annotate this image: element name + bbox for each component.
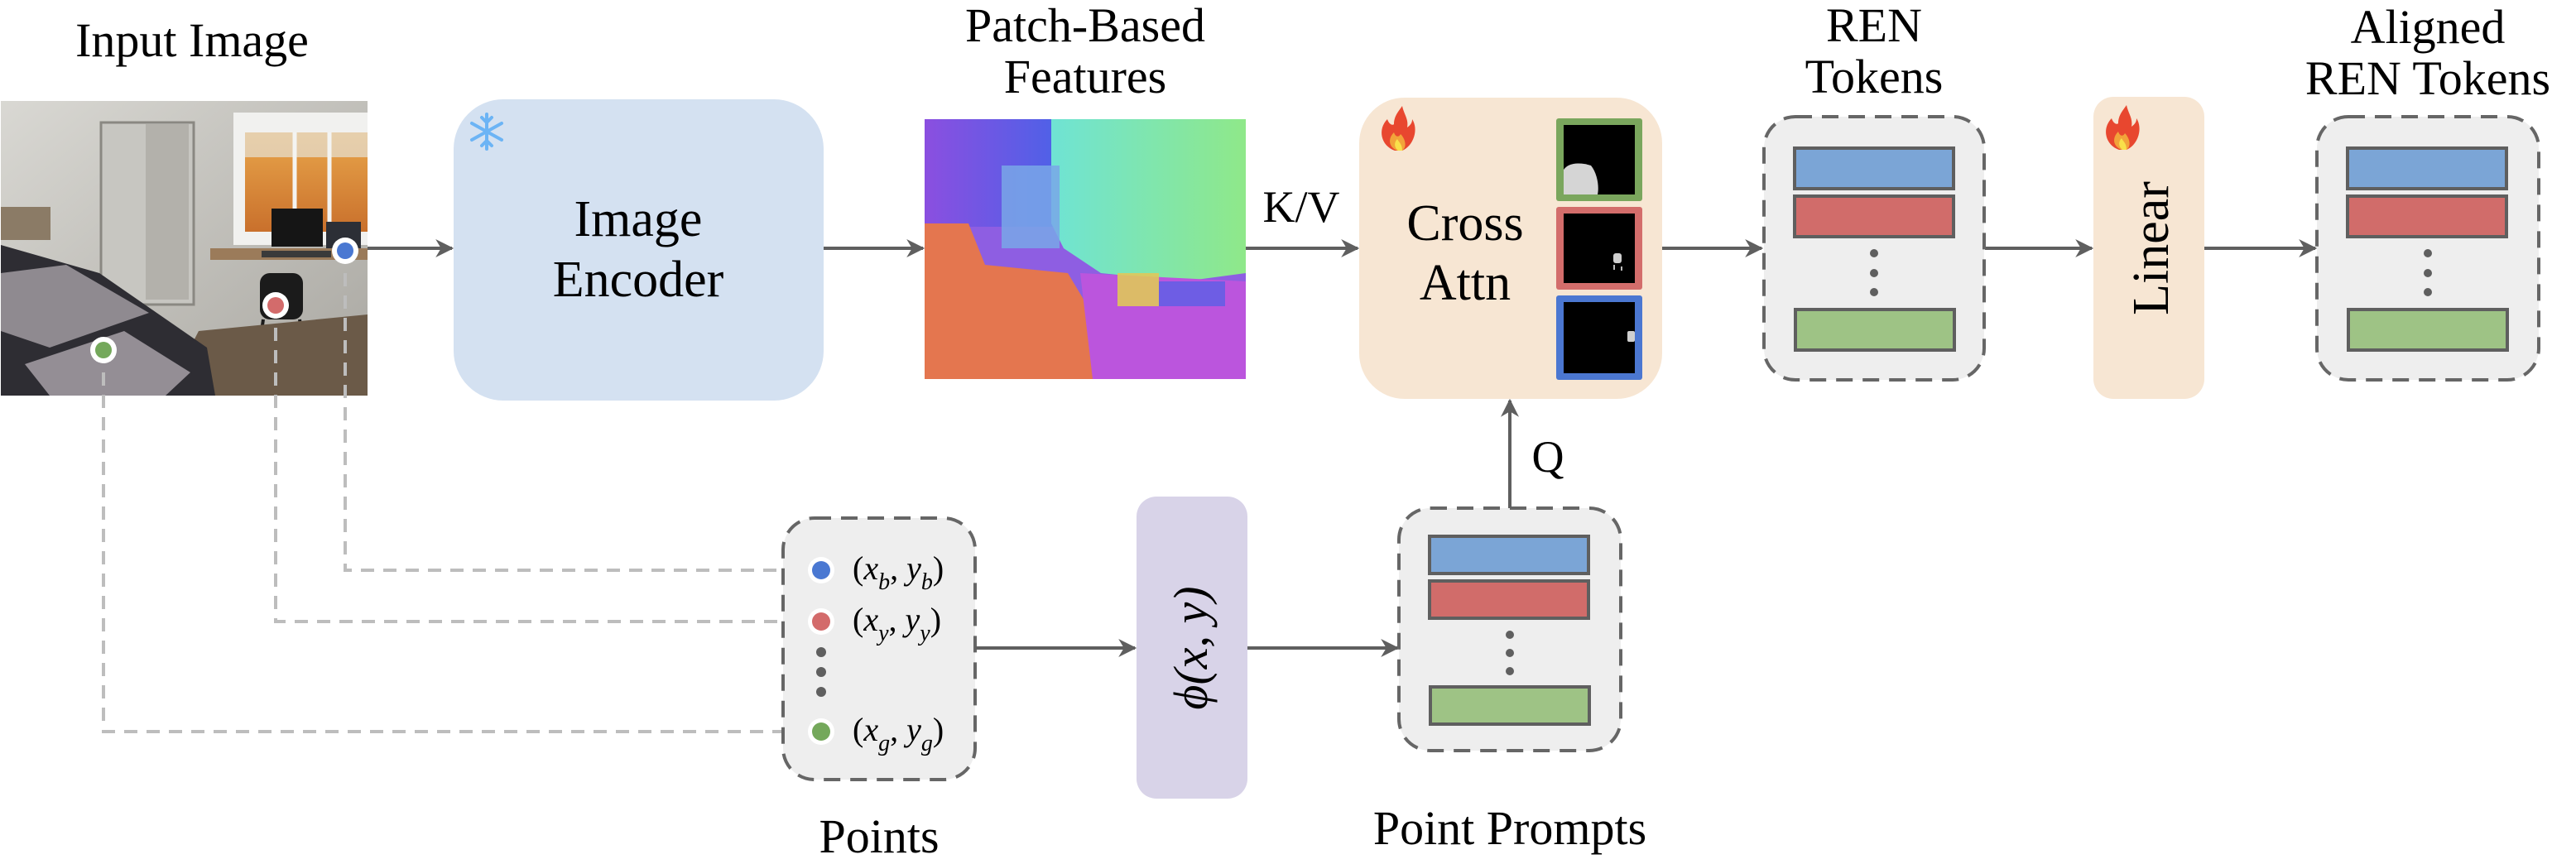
- token-ellipsis: [1870, 249, 1878, 296]
- q-label: Q: [1532, 432, 1564, 482]
- linear-label: Linear: [2123, 181, 2180, 315]
- encoder-label-line2: Encoder: [553, 252, 724, 308]
- image-point-red: [262, 292, 289, 319]
- aligned-tokens-group: [2315, 115, 2540, 382]
- input-image: [1, 101, 368, 396]
- point-links: [102, 251, 819, 733]
- aligned-tokens-title-line1: Aligned: [2351, 0, 2506, 54]
- ren-tokens-title-line1: REN: [1826, 0, 1922, 52]
- link-blue: [344, 251, 819, 572]
- kv-label: K/V: [1263, 182, 1340, 232]
- flame-icon: [2106, 105, 2140, 150]
- points-group: (xb, yb) (xy, yy) (xg, yg): [781, 516, 977, 781]
- point-prompts-group: [1397, 506, 1622, 752]
- image-point-blue: [332, 238, 358, 264]
- patch-features-title-line1: Patch-Based: [965, 0, 1205, 52]
- link-green: [102, 350, 819, 733]
- token-red: [1793, 194, 1955, 238]
- linear-block: Linear: [2093, 97, 2204, 399]
- points-caption: Points: [819, 809, 939, 863]
- image-encoder-block: Image Encoder: [454, 99, 824, 401]
- ren-tokens-title-line2: Tokens: [1805, 50, 1944, 103]
- attention-mask-red: [1556, 207, 1642, 290]
- aligned-token-ellipsis: [2424, 249, 2432, 296]
- point-prompts-caption: Point Prompts: [1373, 801, 1646, 855]
- points-ellipsis: [816, 647, 826, 697]
- token-green: [1794, 308, 1956, 352]
- crossattn-label-line2: Attn: [1420, 255, 1511, 311]
- crossattn-label-line1: Cross: [1406, 195, 1523, 252]
- prompt-token-red: [1428, 579, 1590, 620]
- prompt-token-blue: [1428, 535, 1590, 575]
- flame-icon: [1382, 106, 1415, 151]
- token-blue: [1793, 146, 1955, 190]
- phi-label: ϕ(x, y): [1164, 586, 1218, 709]
- prompt-token-ellipsis: [1506, 631, 1514, 675]
- aligned-token-blue: [2346, 146, 2508, 190]
- patch-features-title-line2: Features: [1004, 50, 1167, 103]
- positional-encoding-block: ϕ(x, y): [1137, 497, 1247, 799]
- patch-features-map: [925, 119, 1246, 379]
- ren-tokens-group: [1762, 115, 1986, 382]
- cross-attn-block: Cross Attn: [1359, 98, 1662, 399]
- aligned-tokens-title-line2: REN Tokens: [2305, 51, 2550, 105]
- input-image-title: Input Image: [75, 13, 309, 67]
- snowflake-icon: [470, 113, 503, 151]
- image-point-green: [90, 337, 117, 363]
- attention-mask-blue: [1556, 295, 1642, 380]
- aligned-token-red: [2346, 194, 2508, 238]
- encoder-label-line1: Image: [574, 191, 703, 247]
- link-red: [274, 305, 819, 623]
- attention-mask-green: [1556, 118, 1642, 201]
- prompt-token-green: [1429, 685, 1591, 726]
- aligned-token-green: [2347, 308, 2509, 352]
